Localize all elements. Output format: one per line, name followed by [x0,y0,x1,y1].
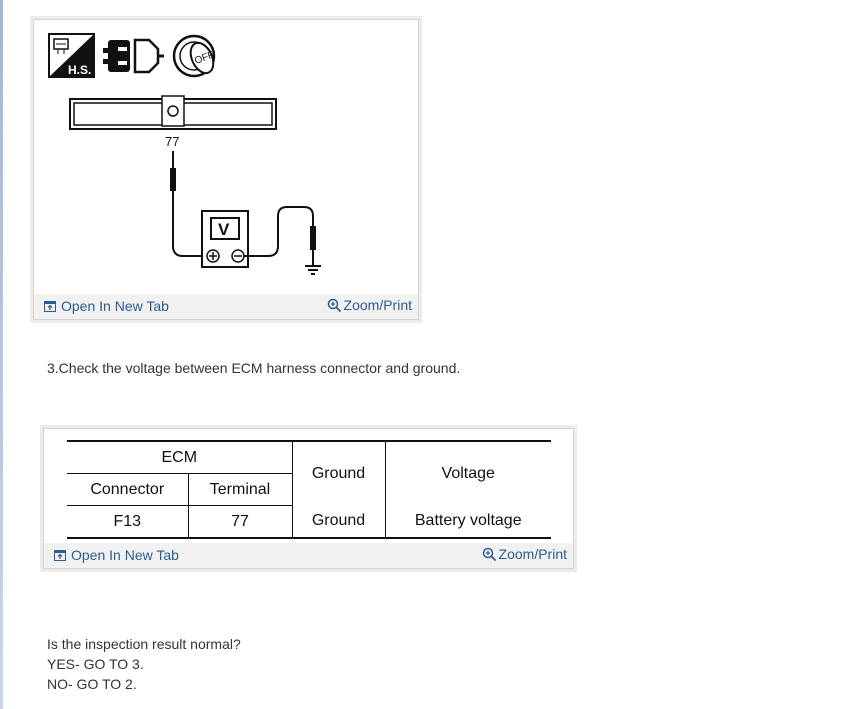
table-header-ground: Ground [291,441,386,506]
table-cell-ground: Ground [291,505,386,538]
zoom-magnifier-icon [482,547,497,562]
ignition-off-key-icon: OFF [172,34,216,78]
hs-harness-icon: H.S. [48,33,95,78]
zoom-print-label: Zoom/Print [498,546,567,562]
ecm-harness-connector [69,95,277,130]
step-instruction: 3.Check the voltage between ECM harness … [47,360,461,376]
wiring-diagram-figure: H.S. OFF 77 [33,19,419,320]
table-cell-terminal: 77 [187,505,293,538]
connector-disconnected-icon [103,38,164,74]
svg-text:V: V [218,220,230,239]
svg-text:H.S.: H.S. [68,63,91,77]
open-in-new-tab-link[interactable]: Open In New Tab [54,547,179,563]
table-cell-connector: F13 [67,505,189,538]
left-edge-bar [0,0,3,709]
open-new-tab-icon [44,300,56,312]
open-in-new-tab-link[interactable]: Open In New Tab [44,298,169,314]
figure-footer: Open In New Tab Zoom/Print [34,294,418,319]
wiring-diagram: H.S. OFF 77 [48,33,321,275]
ground-icon [305,265,321,275]
table-cell-voltage: Battery voltage [384,505,551,538]
table-header-terminal: Terminal [187,473,292,506]
terminal-label: 77 [165,134,179,149]
zoom-print-link[interactable]: Zoom/Print [327,297,412,313]
zoom-print-label: Zoom/Print [343,297,412,313]
question-prompt: Is the inspection result normal? [47,636,241,652]
table-header-voltage: Voltage [384,441,551,506]
figure-footer: Open In New Tab Zoom/Print [44,543,573,568]
positive-probe [170,168,176,191]
zoom-magnifier-icon [327,298,342,313]
zoom-print-link[interactable]: Zoom/Print [482,546,567,562]
table-header-ecm: ECM [67,441,293,474]
inspection-question: Is the inspection result normal? YES- GO… [47,634,241,694]
voltmeter: V [201,210,249,268]
open-in-new-tab-label: Open In New Tab [71,547,179,563]
answer-yes: YES- GO TO 3. [47,656,144,672]
answer-no: NO- GO TO 2. [47,676,137,692]
negative-probe [310,226,316,250]
voltage-spec-table: ECM Ground Voltage Connector Terminal F1… [67,440,551,539]
table-row: F13 77 Ground Battery voltage [67,505,551,538]
open-new-tab-icon [54,549,66,561]
table-header-connector: Connector [67,473,189,506]
voltage-spec-figure: ECM Ground Voltage Connector Terminal F1… [43,428,574,569]
open-in-new-tab-label: Open In New Tab [61,298,169,314]
